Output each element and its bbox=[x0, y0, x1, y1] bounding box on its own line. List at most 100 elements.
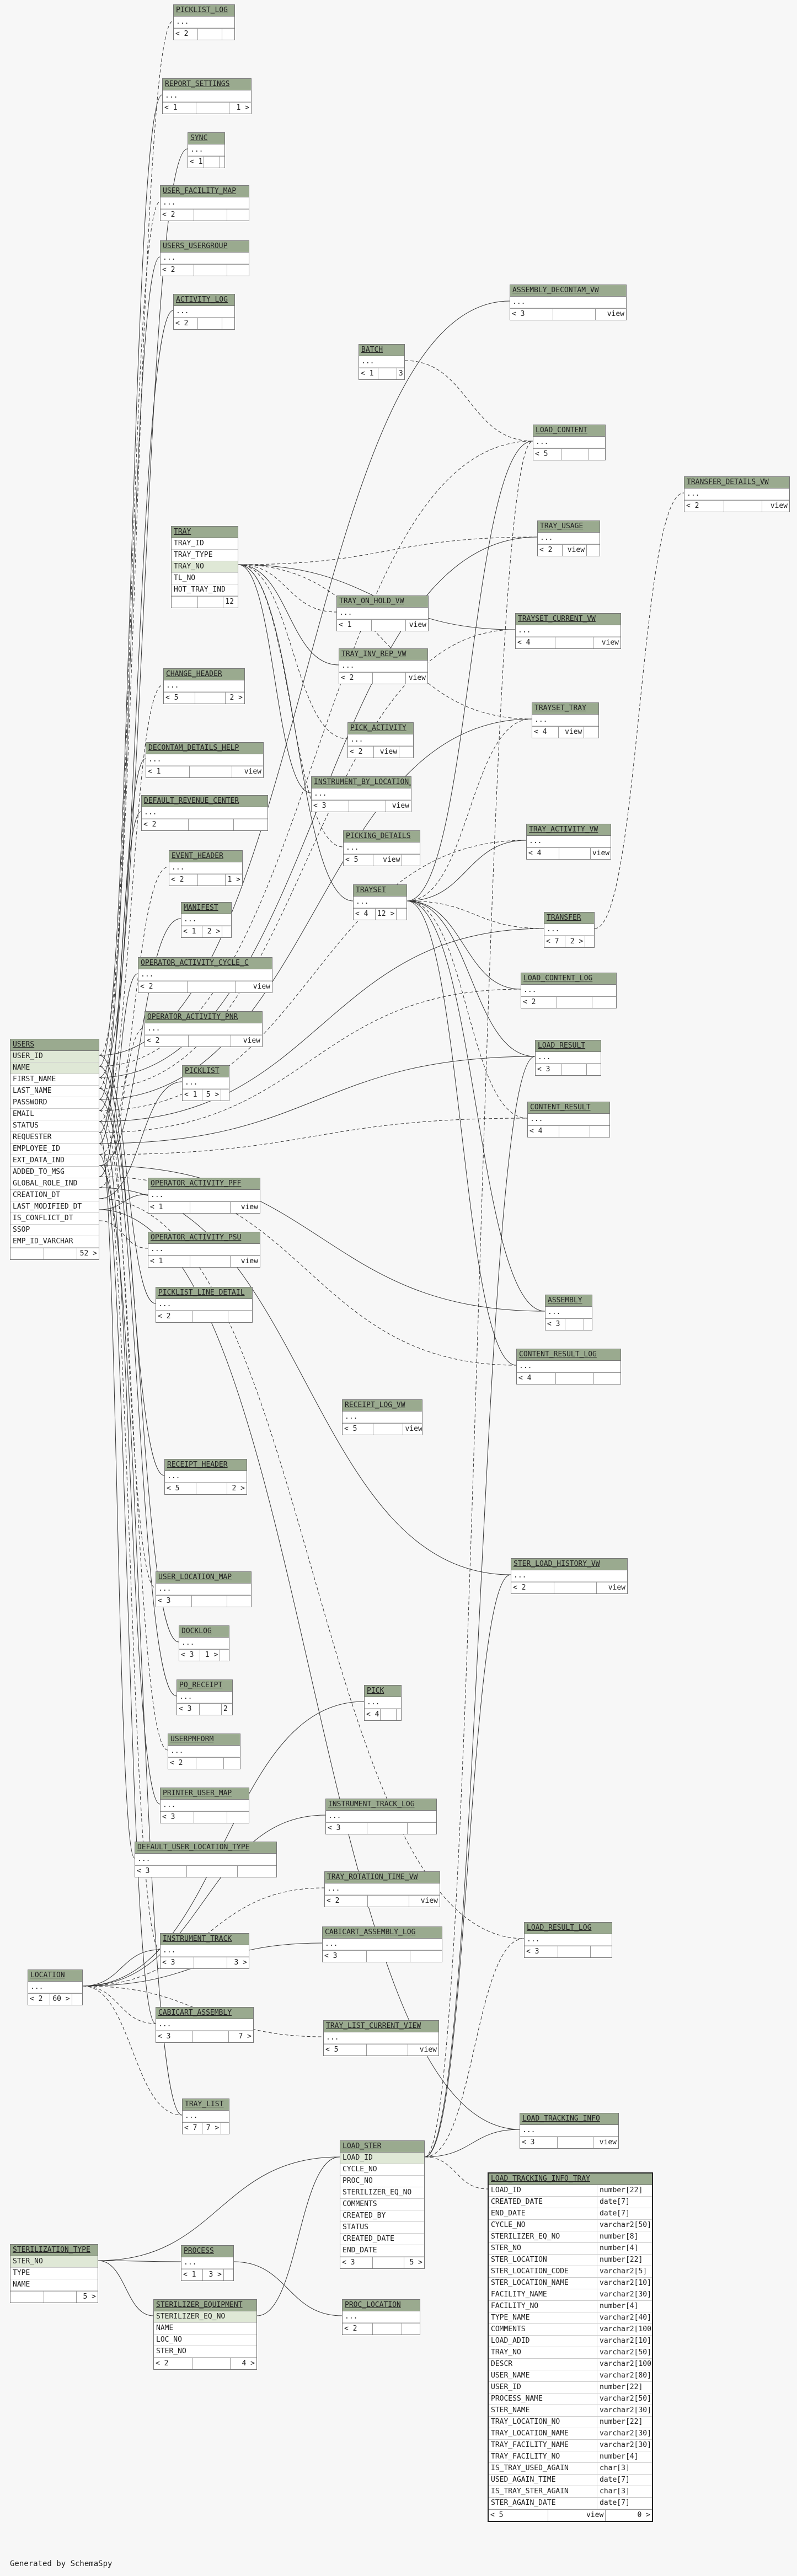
table-sync[interactable]: SYNC...< 1 bbox=[188, 132, 225, 168]
table-header[interactable]: PO_RECEIPT bbox=[177, 1680, 232, 1692]
table-header[interactable]: PICKLIST_LINE_DETAIL bbox=[156, 1287, 252, 1299]
table-header[interactable]: RECEIPT_HEADER bbox=[165, 1459, 247, 1471]
table-printer-user-map[interactable]: PRINTER_USER_MAP...< 3 bbox=[160, 1788, 249, 1823]
table-header[interactable]: INSTRUMENT_TRACK_LOG bbox=[326, 1799, 436, 1811]
table-batch[interactable]: BATCH...< 13 > bbox=[359, 344, 405, 380]
table-header[interactable]: OPERATOR_ACTIVITY_PSU bbox=[148, 1232, 260, 1244]
table-header[interactable]: LOAD_RESULT bbox=[536, 1040, 601, 1052]
table-header[interactable]: PICKLIST bbox=[183, 1066, 229, 1077]
table-header[interactable]: TRANSFER bbox=[544, 913, 594, 924]
table-picklist-log[interactable]: PICKLIST_LOG...< 2 bbox=[173, 4, 235, 40]
table-header[interactable]: PICKLIST_LOG bbox=[174, 5, 234, 17]
table-header[interactable]: TRAY_LIST_CURRENT_VIEW bbox=[324, 2021, 438, 2032]
table-header[interactable]: LOAD_TRACKING_INFO_TRAY bbox=[489, 2174, 652, 2185]
table-header[interactable]: STERILIZATION_TYPE bbox=[10, 2245, 98, 2256]
table-load-result-log[interactable]: LOAD_RESULT_LOG...< 3 bbox=[524, 1922, 612, 1958]
table-header[interactable]: CABICART_ASSEMBLY bbox=[156, 2008, 253, 2019]
table-header[interactable]: OPERATOR_ACTIVITY_CYCLE_C bbox=[138, 958, 272, 969]
table-header[interactable]: CHANGE_HEADER bbox=[164, 669, 244, 680]
table-pick[interactable]: PICK...< 4 bbox=[364, 1685, 402, 1721]
table-header[interactable]: USERS_USERGROUP bbox=[161, 241, 249, 253]
table-header[interactable]: LOAD_STER bbox=[340, 2141, 424, 2153]
table-header[interactable]: LOAD_RESULT_LOG bbox=[525, 1923, 612, 1934]
table-instrument-track-log[interactable]: INSTRUMENT_TRACK_LOG...< 3 bbox=[325, 1799, 437, 1834]
table-header[interactable]: ASSEMBLY_DECONTAM_VW bbox=[510, 285, 626, 297]
table-users-usergroup[interactable]: USERS_USERGROUP...< 2 bbox=[160, 240, 249, 276]
table-activity-log[interactable]: ACTIVITY_LOG...< 2 bbox=[173, 294, 235, 330]
table-header[interactable]: STERILIZER_EQUIPMENT bbox=[154, 2300, 256, 2311]
table-header[interactable]: REPORT_SETTINGS bbox=[163, 79, 251, 90]
table-header[interactable]: STER_LOAD_HISTORY_VW bbox=[511, 1559, 627, 1570]
table-header[interactable]: LOAD_CONTENT bbox=[533, 425, 605, 437]
table-header[interactable]: SYNC bbox=[188, 133, 224, 144]
table-header[interactable]: INSTRUMENT_BY_LOCATION_VIEW bbox=[312, 777, 411, 788]
table-header[interactable]: USERS bbox=[10, 1039, 99, 1051]
table-header[interactable]: TRAY_USAGE bbox=[538, 521, 600, 533]
table-header[interactable]: DEFAULT_REVENUE_CENTER bbox=[142, 796, 268, 807]
table-header[interactable]: PROC_LOCATION bbox=[343, 2300, 420, 2311]
table-header[interactable]: RECEIPT_LOG_VW bbox=[343, 1400, 422, 1412]
table-header[interactable]: TRAY_LIST bbox=[183, 2099, 229, 2111]
table-header[interactable]: BATCH bbox=[359, 345, 404, 356]
table-content-result-log[interactable]: CONTENT_RESULT_LOG...< 4 bbox=[516, 1349, 621, 1384]
table-header[interactable]: TRAY_INV_REP_VW bbox=[339, 649, 427, 661]
table-proc-location[interactable]: PROC_LOCATION...< 2 bbox=[342, 2299, 420, 2335]
table-header[interactable]: LOCATION bbox=[28, 1970, 82, 1982]
table-header[interactable]: TRAYSET_CURRENT_VW bbox=[516, 614, 621, 625]
table-picklist-line-detail[interactable]: PICKLIST_LINE_DETAIL...< 2 bbox=[156, 1287, 253, 1323]
table-load-content[interactable]: LOAD_CONTENT...< 5 bbox=[533, 425, 606, 460]
table-header[interactable]: OPERATOR_ACTIVITY_PFF bbox=[148, 1178, 260, 1190]
table-header[interactable]: OPERATOR_ACTIVITY_PNR bbox=[145, 1012, 262, 1023]
table-content-result[interactable]: CONTENT_RESULT...< 4 bbox=[527, 1102, 610, 1137]
table-load-content-log[interactable]: LOAD_CONTENT_LOG...< 2 bbox=[521, 973, 617, 1008]
table-header[interactable]: PRINTER_USER_MAP bbox=[161, 1788, 249, 1800]
table-header[interactable]: TRAY_ON_HOLD_VW bbox=[337, 596, 428, 608]
table-header[interactable]: USER_LOCATION_MAP bbox=[156, 1572, 251, 1584]
table-header[interactable]: PICKING_DETAILS bbox=[344, 831, 420, 842]
table-header[interactable]: CABICART_ASSEMBLY_LOG bbox=[323, 1927, 442, 1939]
table-user-facility-map[interactable]: USER_FACILITY_MAP...< 2 bbox=[160, 185, 249, 221]
table-load-result[interactable]: LOAD_RESULT...< 3 bbox=[535, 1040, 601, 1076]
table-header[interactable]: MANIFEST bbox=[181, 903, 231, 914]
table-header[interactable]: TRAY_ROTATION_TIME_VW bbox=[325, 1872, 440, 1883]
table-header[interactable]: PROCESS bbox=[181, 2246, 233, 2257]
table-header[interactable]: DOCKLOG bbox=[179, 1626, 229, 1638]
table-header[interactable]: CONTENT_RESULT bbox=[528, 1102, 609, 1114]
table-header[interactable]: ACTIVITY_LOG bbox=[174, 294, 234, 306]
table-po-receipt[interactable]: PO_RECEIPT...< 32 > bbox=[176, 1679, 233, 1715]
table-userpmform[interactable]: USERPMFORM...< 2 bbox=[168, 1734, 240, 1769]
table-header[interactable]: USER_FACILITY_MAP bbox=[161, 186, 249, 197]
table-header[interactable]: TRAY bbox=[172, 527, 238, 538]
